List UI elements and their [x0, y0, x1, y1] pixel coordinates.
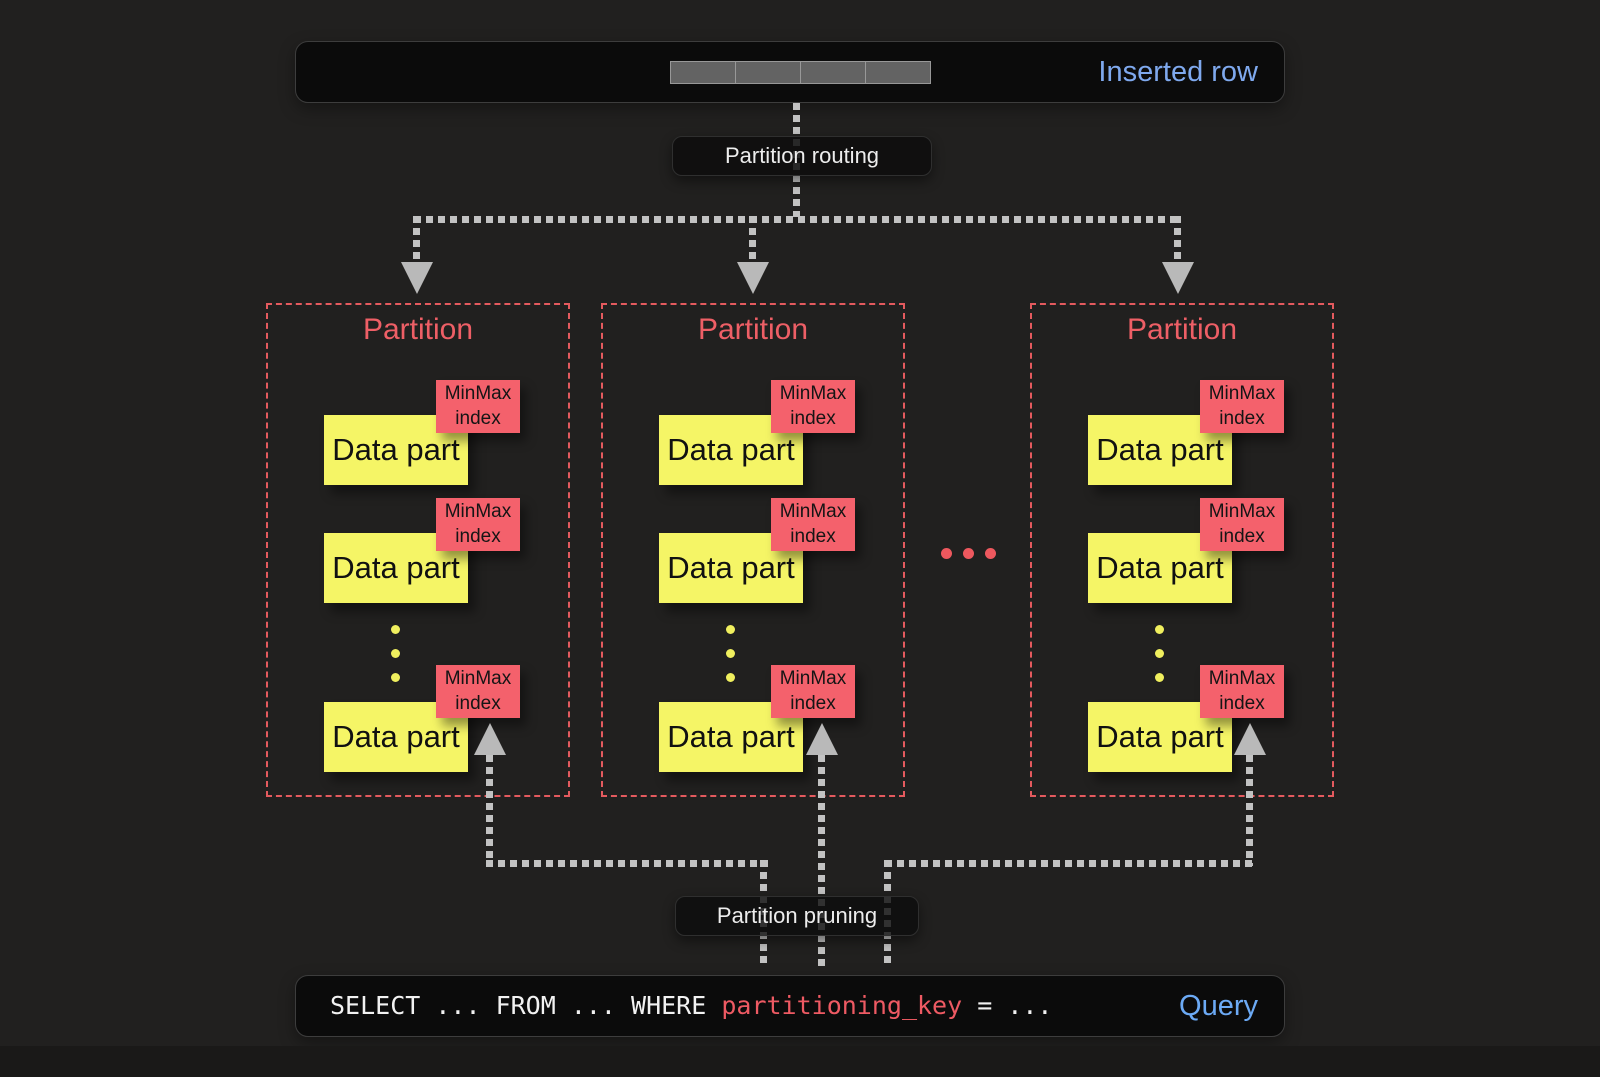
arrow-down-icon	[401, 262, 433, 294]
sql-text: SELECT ... FROM ... WHERE partitioning_k…	[330, 976, 1052, 1036]
pruning-line-horizontal-left	[486, 860, 768, 867]
routing-line-horizontal	[414, 216, 1182, 223]
data-part-box: Data part	[1088, 415, 1232, 485]
row-cell	[735, 61, 801, 84]
more-partitions-ellipsis	[941, 548, 996, 559]
sql-prefix: SELECT ... FROM ... WHERE	[330, 991, 722, 1020]
routing-drop-left	[413, 216, 420, 263]
partition-pruning-label: Partition pruning	[675, 896, 919, 936]
routing-drop-middle	[749, 216, 756, 263]
query-label: Query	[1179, 990, 1258, 1022]
sql-suffix: = ...	[962, 991, 1053, 1020]
partition-box: Partition Data part MinMax index Data pa…	[266, 303, 570, 797]
inserted-row-label: Inserted row	[1098, 56, 1258, 88]
more-parts-ellipsis	[1155, 625, 1164, 682]
pruning-line-middle	[818, 755, 825, 967]
partition-title: Partition	[1126, 313, 1238, 346]
pruning-line-horizontal-right	[885, 860, 1253, 867]
arrow-down-icon	[737, 262, 769, 294]
minmax-index-tag: MinMax index	[436, 665, 520, 718]
row-cell	[800, 61, 866, 84]
more-parts-ellipsis	[726, 625, 735, 682]
inserted-row-box: Inserted row	[295, 41, 1285, 103]
minmax-index-tag: MinMax index	[771, 498, 855, 551]
partition-title: Partition	[362, 313, 474, 346]
pruning-line-right-up	[1246, 755, 1253, 866]
row-cells	[670, 61, 931, 84]
more-parts-ellipsis	[391, 625, 400, 682]
minmax-index-tag: MinMax index	[436, 380, 520, 433]
arrow-up-icon	[1234, 723, 1266, 755]
partition-box: Partition Data part MinMax index Data pa…	[1030, 303, 1334, 797]
pruning-line-left-up	[486, 755, 493, 866]
data-part-box: Data part	[324, 702, 468, 772]
bottom-strip	[0, 1046, 1600, 1077]
row-cell	[865, 61, 931, 84]
minmax-index-tag: MinMax index	[771, 380, 855, 433]
query-box: SELECT ... FROM ... WHERE partitioning_k…	[295, 975, 1285, 1037]
arrow-down-icon	[1162, 262, 1194, 294]
minmax-index-tag: MinMax index	[1200, 498, 1284, 551]
minmax-index-tag: MinMax index	[436, 498, 520, 551]
partition-routing-label: Partition routing	[672, 136, 932, 176]
minmax-index-tag: MinMax index	[1200, 380, 1284, 433]
sql-partitioning-key: partitioning_key	[721, 991, 963, 1020]
arrow-up-icon	[806, 723, 838, 755]
row-cell	[670, 61, 736, 84]
partition-title: Partition	[697, 313, 809, 346]
arrow-up-icon	[474, 723, 506, 755]
routing-drop-right	[1174, 216, 1181, 263]
minmax-index-tag: MinMax index	[1200, 665, 1284, 718]
partition-box: Partition Data part MinMax index Data pa…	[601, 303, 905, 797]
minmax-index-tag: MinMax index	[771, 665, 855, 718]
